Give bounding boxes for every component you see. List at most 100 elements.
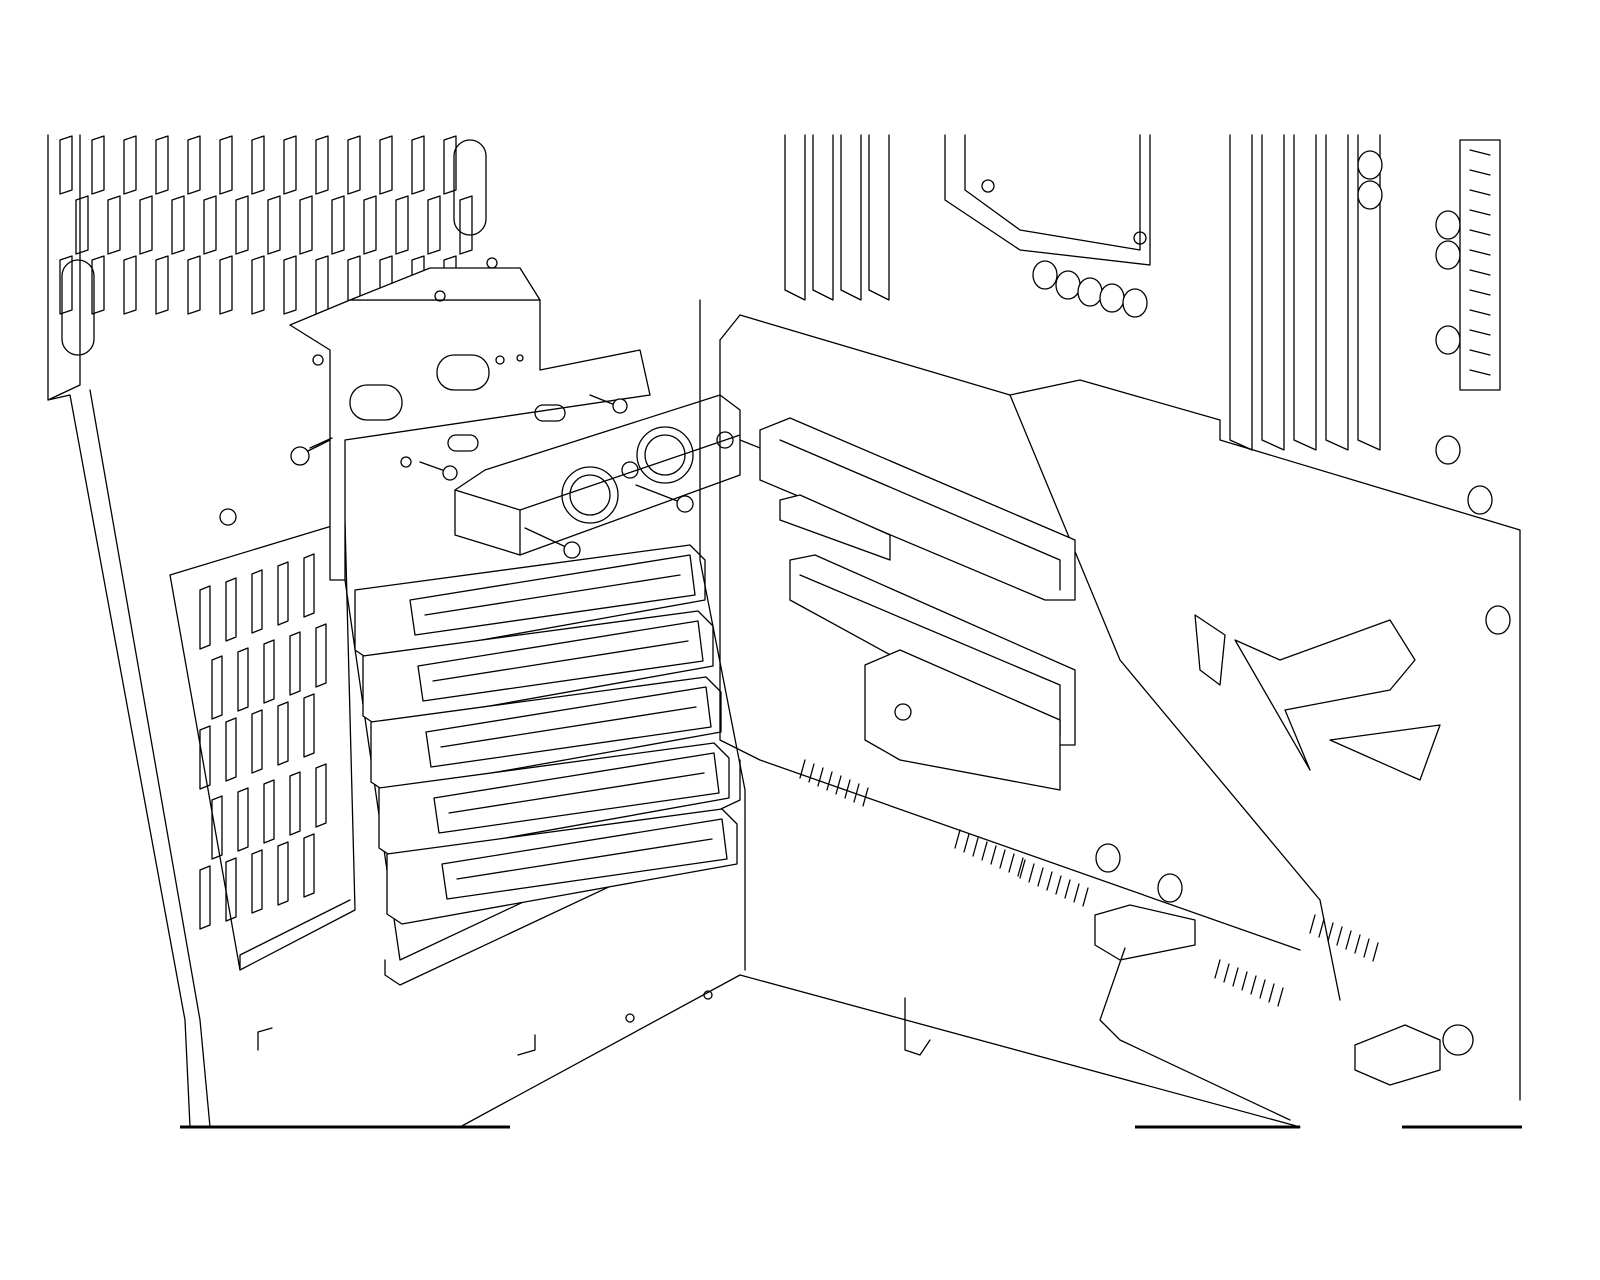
header-pin bbox=[1309, 914, 1316, 934]
vent-slot bbox=[263, 779, 275, 844]
screw bbox=[524, 527, 581, 559]
vent-slot bbox=[235, 195, 249, 255]
power-connector-24pin bbox=[1459, 139, 1501, 391]
pin-headers bbox=[799, 759, 1379, 1007]
pin bbox=[1469, 209, 1491, 216]
slot-cover-vent bbox=[424, 574, 681, 616]
header-pin bbox=[1268, 983, 1275, 1003]
header-pin bbox=[990, 845, 997, 865]
ram-slots bbox=[1229, 134, 1381, 451]
vent-slot bbox=[303, 553, 315, 618]
header-pin bbox=[1250, 975, 1257, 995]
screw bbox=[589, 394, 628, 414]
header-pin bbox=[1073, 883, 1080, 903]
slot-cover-vent bbox=[448, 772, 705, 814]
oval-cutout bbox=[349, 384, 403, 421]
header-pin bbox=[853, 783, 860, 803]
vent-slot bbox=[199, 585, 211, 650]
ram-slot bbox=[1229, 134, 1253, 451]
capacitor bbox=[1157, 873, 1183, 903]
usb-header bbox=[1094, 904, 1196, 961]
vent-grille-plate bbox=[169, 521, 356, 971]
capacitor bbox=[1099, 283, 1125, 313]
vent-slot bbox=[199, 865, 211, 930]
slot-cover-vent bbox=[433, 752, 720, 834]
vent-slot bbox=[237, 647, 249, 712]
vent-slot bbox=[283, 255, 297, 315]
pin bbox=[1469, 229, 1491, 236]
pin bbox=[1469, 249, 1491, 256]
screw-hole bbox=[219, 508, 237, 526]
header-pin bbox=[1037, 867, 1044, 887]
vent-slot bbox=[411, 135, 425, 195]
header-pin bbox=[817, 767, 824, 787]
vent-slot bbox=[91, 135, 105, 195]
pci-slot-covers bbox=[354, 544, 738, 925]
vent-slot bbox=[171, 195, 185, 255]
header-pin bbox=[1028, 863, 1035, 883]
pin bbox=[1469, 309, 1491, 316]
pin bbox=[1469, 369, 1491, 376]
header-pin bbox=[1318, 918, 1325, 938]
case-floor bbox=[459, 299, 1301, 1128]
header-pin bbox=[1354, 934, 1361, 954]
vent-slot bbox=[267, 195, 281, 255]
vent-slot bbox=[315, 623, 327, 688]
vent-slot bbox=[277, 701, 289, 766]
chipset-heatsink bbox=[864, 649, 1061, 791]
vent-slot bbox=[225, 577, 237, 642]
ram-slot bbox=[868, 134, 890, 301]
pin bbox=[1469, 329, 1491, 336]
vent-slot bbox=[107, 195, 121, 255]
vent-slot bbox=[225, 717, 237, 782]
ram-slots bbox=[784, 134, 890, 301]
vent-slot bbox=[211, 655, 223, 720]
slot-cover-vent bbox=[440, 706, 697, 748]
ram-slot bbox=[1357, 134, 1381, 451]
slot-cover-vent bbox=[441, 818, 728, 900]
vent-slot bbox=[155, 135, 169, 195]
capacitor bbox=[1032, 260, 1058, 290]
header-pin bbox=[981, 841, 988, 861]
capacitor bbox=[1357, 180, 1383, 210]
rog-logo bbox=[1194, 614, 1441, 781]
header-pin bbox=[1277, 987, 1284, 1007]
ram-slot bbox=[840, 134, 862, 301]
vent-slot bbox=[443, 135, 457, 195]
vent-slot bbox=[251, 569, 263, 634]
capacitor bbox=[1435, 210, 1461, 240]
ram-slot bbox=[1325, 134, 1349, 451]
header-pin bbox=[1019, 859, 1026, 879]
slot-cover-vent bbox=[409, 554, 696, 636]
vent-slot bbox=[427, 195, 441, 255]
slot-cover-vent bbox=[425, 686, 712, 768]
vent-slot bbox=[277, 841, 289, 906]
vent-slot bbox=[459, 195, 473, 255]
vent-slot bbox=[303, 693, 315, 758]
vent-slot bbox=[251, 255, 265, 315]
vent-slot bbox=[187, 255, 201, 315]
panel-vent-slots bbox=[59, 135, 473, 315]
header-pin bbox=[1336, 926, 1343, 946]
header-pin bbox=[954, 829, 961, 849]
vent-slot bbox=[251, 135, 265, 195]
vent-slot bbox=[315, 763, 327, 828]
vent-slot bbox=[263, 639, 275, 704]
capacitor bbox=[1435, 325, 1461, 355]
header-pin bbox=[1232, 967, 1239, 987]
vent-slot bbox=[187, 135, 201, 195]
vent-slot bbox=[289, 771, 301, 836]
vent-slot bbox=[139, 195, 153, 255]
header-pin bbox=[1055, 875, 1062, 895]
header-pin bbox=[862, 787, 869, 807]
vent-slot bbox=[395, 195, 409, 255]
oval-cutout bbox=[453, 139, 487, 236]
capacitor bbox=[1055, 270, 1081, 300]
pin bbox=[1469, 169, 1491, 176]
header-pin bbox=[1241, 971, 1248, 991]
header-pin bbox=[835, 775, 842, 795]
header-pin bbox=[1372, 942, 1379, 962]
fan-header bbox=[1354, 1024, 1474, 1086]
vent-slot bbox=[225, 857, 237, 922]
